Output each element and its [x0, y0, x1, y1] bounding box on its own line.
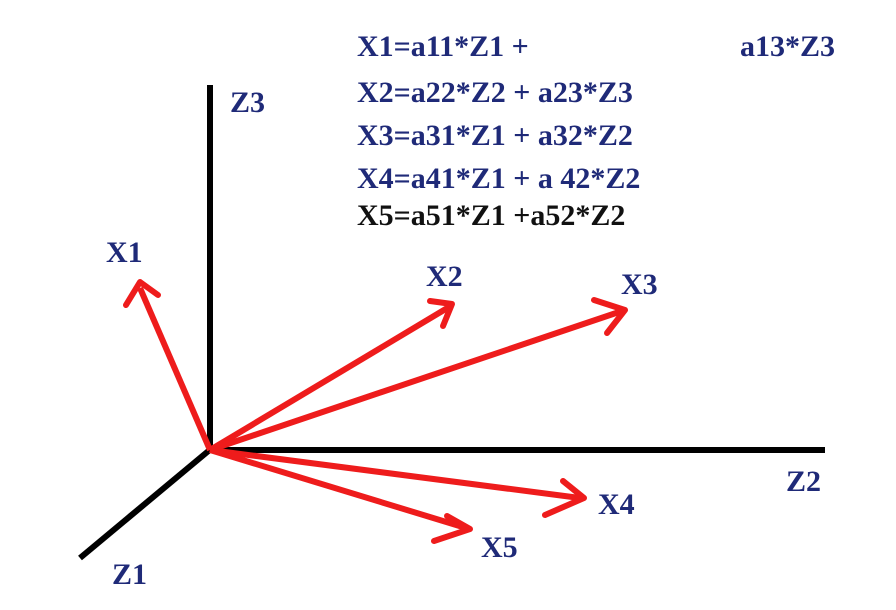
- vector-x5: [209, 447, 473, 544]
- axes: [78, 85, 825, 561]
- axis-label-z1: Z1: [112, 558, 148, 591]
- equation-x4: X4=a41*Z1 + a 42*Z2: [357, 162, 641, 195]
- vector-x2: [208, 298, 455, 453]
- vectors: [123, 279, 628, 544]
- vector-label-x3: X3: [621, 268, 658, 301]
- vector-label-x5: X5: [481, 531, 518, 564]
- vector-x4: [209, 447, 587, 518]
- axis-label-z2: Z2: [786, 465, 822, 498]
- vector-label-x1: X1: [106, 236, 143, 269]
- axis-label-z3: Z3: [230, 86, 266, 119]
- vector-x3: [209, 297, 628, 453]
- z1-axis: [78, 445, 214, 561]
- equation-x1: X1=a11*Z1 +: [357, 30, 529, 63]
- vector-label-x2: X2: [426, 260, 463, 293]
- equation-x2: X2=a22*Z2 + a23*Z3: [357, 76, 633, 109]
- equation-x1-term-z3: a13*Z3: [740, 30, 836, 63]
- equation-x3: X3=a31*Z1 + a32*Z2: [357, 119, 633, 152]
- equation-x5: X5=a51*Z1 +a52*Z2: [357, 199, 626, 232]
- vector-label-x4: X4: [598, 488, 635, 521]
- vector-x1: [123, 279, 213, 452]
